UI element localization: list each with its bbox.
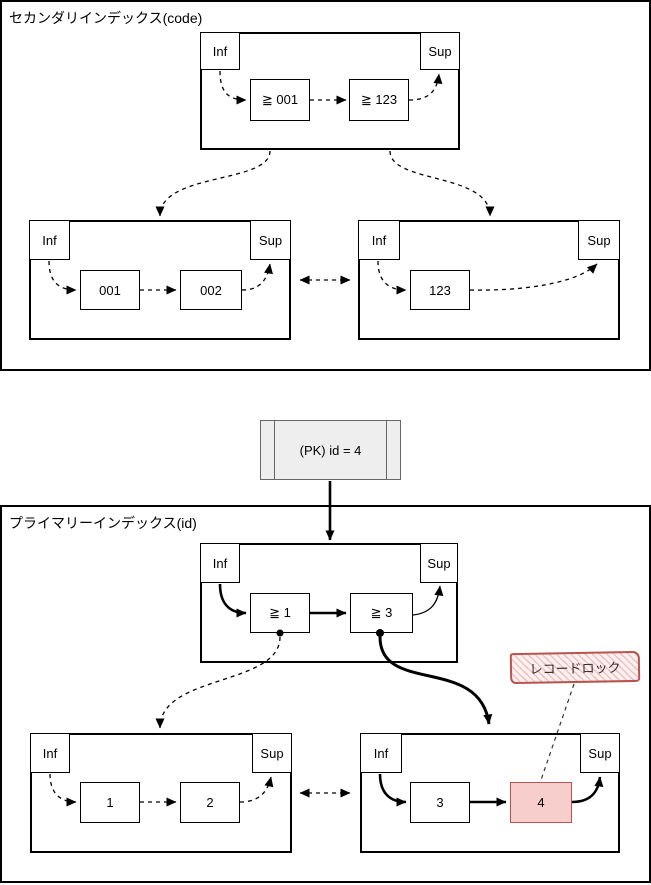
sup-cell: Sup <box>580 733 620 773</box>
record-lock-label: レコードロック <box>509 650 641 685</box>
key-cell: ≧ 1 <box>250 593 310 633</box>
secondary-index-title: セカンダリインデックス(code) <box>9 10 203 26</box>
key-cell: ≧ 123 <box>349 79 409 121</box>
pk-pointer-label: (PK) id = 4 <box>299 442 362 458</box>
record-lock-text: レコードロック <box>529 660 621 677</box>
inf-cell: Inf <box>29 220 70 260</box>
inf-cell: Inf <box>200 543 240 583</box>
key-cell: 123 <box>410 270 470 310</box>
key-cell: 1 <box>80 782 140 823</box>
sup-cell: Sup <box>420 543 458 583</box>
pk-pointer-box: (PK) id = 4 <box>260 420 401 480</box>
locked-key-cell: 4 <box>510 782 572 823</box>
sup-cell: Sup <box>420 32 460 70</box>
key-cell: ≧ 001 <box>250 79 310 121</box>
inf-cell: Inf <box>30 733 70 773</box>
process-bar <box>386 421 387 479</box>
inf-cell: Inf <box>200 32 240 70</box>
key-cell: 001 <box>80 270 140 310</box>
key-cell: 002 <box>180 270 242 310</box>
inf-cell: Inf <box>360 733 402 773</box>
process-bar <box>274 421 275 479</box>
sup-cell: Sup <box>252 733 292 773</box>
key-cell: 3 <box>410 782 470 823</box>
key-cell: ≧ 3 <box>350 593 413 633</box>
primary-index-title: プライマリーインデックス(id) <box>9 515 197 531</box>
sup-cell: Sup <box>250 220 291 260</box>
key-cell: 2 <box>180 782 240 823</box>
sup-cell: Sup <box>578 220 620 260</box>
inf-cell: Inf <box>358 220 400 260</box>
